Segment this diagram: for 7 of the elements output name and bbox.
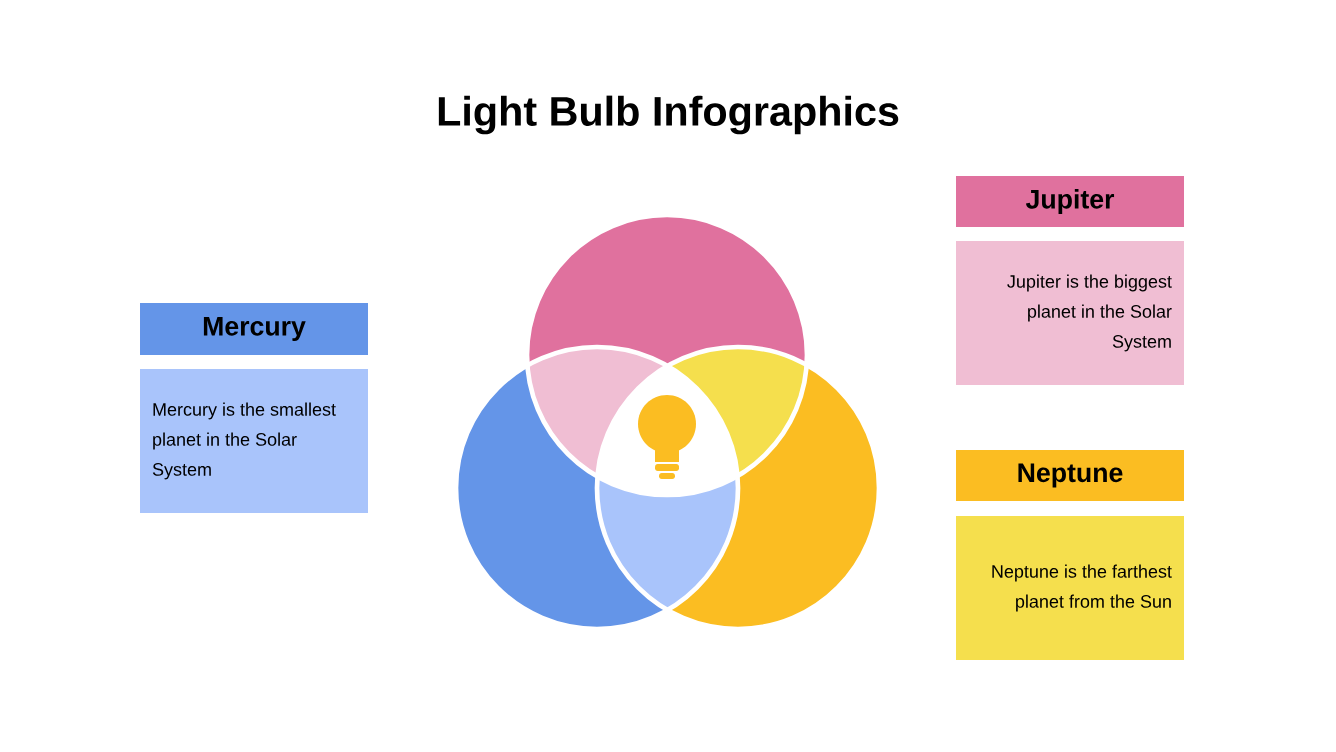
text-box: Neptune is the farthest planet from the Sun xyxy=(956,516,1184,660)
text-box: Mercury is the smallest planet in the Solar System xyxy=(140,369,368,513)
title: Light Bulb Infographics xyxy=(438,95,899,135)
heading-box: Mercury xyxy=(140,303,368,355)
heading-box: Jupiter xyxy=(956,176,1184,227)
heading-box: Neptune xyxy=(956,450,1184,501)
text-box: Jupiter is the biggest planet in the Solar System xyxy=(956,241,1184,385)
